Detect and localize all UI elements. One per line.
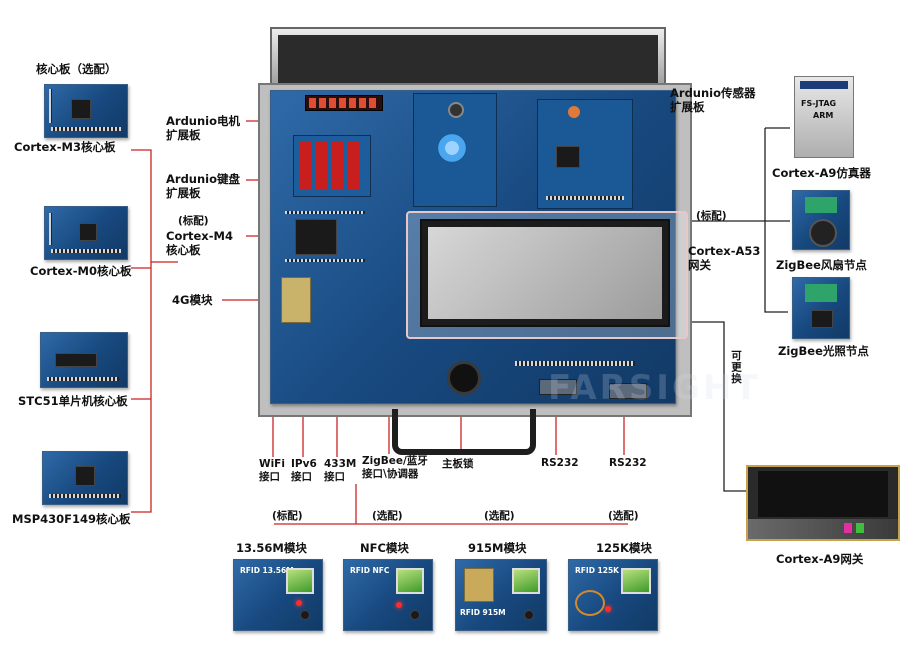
rfid-13-56m-board-text: RFID 13.56M	[240, 566, 294, 575]
m4-board-label-line1: Cortex-M4	[166, 229, 233, 243]
a9-gateway-label: Cortex-A9网关	[776, 552, 864, 566]
cortex-m0-board-image	[44, 206, 128, 260]
433m-interface-label-line2: 接口	[324, 471, 345, 483]
a53-gateway-label-line2: 网关	[688, 258, 711, 272]
rfid-915m-board-text: RFID 915M	[460, 608, 506, 617]
zigbee-light-node-image	[792, 277, 850, 339]
main-lock-label: 主板锁	[442, 458, 474, 470]
right-standard-tag: (标配)	[696, 210, 727, 222]
sensor-board-label-line2: 扩展板	[670, 100, 705, 114]
cortex-m3-board-image	[44, 84, 128, 138]
m4-standard-tag: (标配)	[178, 215, 209, 227]
rfid-125k-board-text: RFID 125K	[575, 566, 619, 575]
rfid-125k-board-image: RFID 125K	[568, 559, 658, 631]
motor-board-label-line2: 扩展板	[166, 128, 201, 142]
core-board-header: 核心板（选配）	[36, 62, 117, 76]
knob-icon	[448, 102, 464, 118]
module-4g-label: 4G模块	[172, 293, 213, 307]
zigbee-fan-node-label: ZigBee风扇节点	[776, 258, 867, 272]
sensor-board-label-line1: Ardunio传感器	[670, 86, 756, 100]
rfid-nfc-board-image: RFID NFC	[343, 559, 433, 631]
rfid-915m-label: 915M模块	[468, 541, 527, 555]
a53-gateway-device	[406, 211, 688, 339]
rfid-915m-board-image: RFID 915M	[455, 559, 547, 631]
433m-interface-label-line1: 433M	[324, 458, 357, 470]
msp430-label: MSP430F149核心板	[12, 512, 131, 526]
rfid-125k-tag: (选配)	[608, 510, 639, 522]
rfid-13-56m-label: 13.56M模块	[236, 541, 307, 555]
zigbee-interface-label-line1: ZigBee/蓝牙	[362, 455, 428, 467]
main-board-lock	[447, 361, 481, 395]
rfid-13-56m-tag: (标配)	[272, 510, 303, 522]
rfid-915m-tag: (选配)	[484, 510, 515, 522]
rs232-port-right	[609, 383, 647, 399]
msp430-board-image	[42, 451, 128, 505]
cortex-m4-chip	[295, 219, 337, 255]
wifi-interface-label-line2: 接口	[259, 471, 280, 483]
module-4g	[281, 277, 311, 323]
a9-emulator-label: Cortex-A9仿真器	[772, 166, 871, 180]
rfid-125k-label: 125K模块	[596, 541, 652, 555]
rfid-nfc-label: NFC模块	[360, 541, 409, 555]
replaceable-label: 可更换	[730, 350, 742, 385]
rfid-13-56m-board-image: RFID 13.56M	[233, 559, 323, 631]
zigbee-fan-node-image	[792, 190, 850, 250]
rs232-right-label: RS232	[609, 457, 647, 469]
case-lid	[270, 27, 666, 89]
zigbee-interface-label-line2: 接口\协调器	[362, 468, 419, 480]
keypad-board	[293, 135, 371, 197]
stc51-label: STC51单片机核心板	[18, 394, 128, 408]
ipv6-interface-label-line2: 接口	[291, 471, 312, 483]
wifi-interface-label-line1: WiFi	[259, 458, 285, 470]
keypad-board-label-line1: Ardunio键盘	[166, 172, 241, 186]
motor-board	[413, 93, 497, 207]
a9-gateway-device	[746, 465, 900, 541]
stc51-board-image	[40, 332, 128, 388]
farsight-watermark: FARSIGHT	[548, 368, 761, 408]
cortex-m3-label: Cortex-M3核心板	[14, 140, 116, 154]
cortex-m0-label: Cortex-M0核心板	[30, 264, 132, 278]
keypad-board-label-line2: 扩展板	[166, 186, 201, 200]
rs232-left-label: RS232	[541, 457, 579, 469]
rs232-port-left	[539, 379, 577, 395]
rfid-nfc-tag: (选配)	[372, 510, 403, 522]
ipv6-interface-label-line1: IPv6	[291, 458, 317, 470]
motor-board-label-line1: Ardunio电机	[166, 114, 241, 128]
emulator-text-line2: ARM	[813, 111, 834, 120]
m4-board-label-line2: 核心板	[166, 243, 201, 257]
a53-gateway-label-line1: Cortex-A53	[688, 244, 761, 258]
emulator-text-line1: FS-JTAG	[801, 99, 837, 108]
seven-segment-display	[305, 95, 383, 111]
fan-icon	[434, 134, 470, 162]
rfid-nfc-board-text: RFID NFC	[350, 566, 390, 575]
sensor-board	[537, 99, 633, 209]
a9-emulator-device: FS-JTAG ARM	[794, 76, 854, 158]
zigbee-light-node-label: ZigBee光照节点	[778, 344, 869, 358]
case-handle	[392, 409, 536, 455]
